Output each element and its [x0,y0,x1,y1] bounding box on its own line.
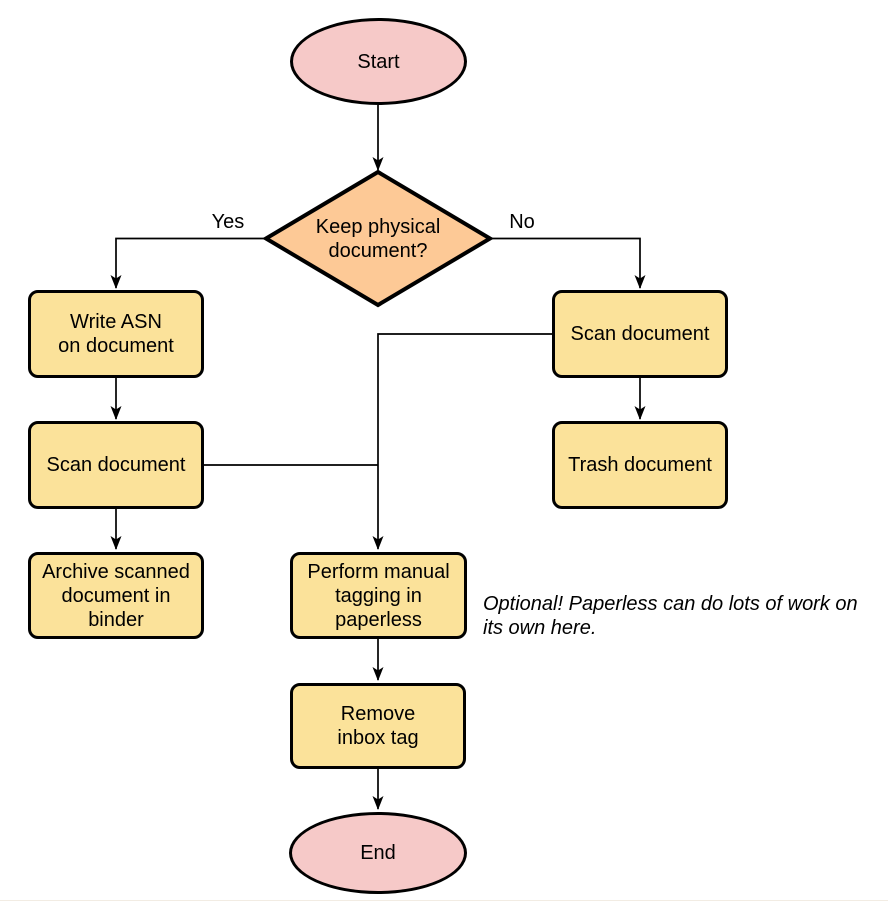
node-end-label: End [360,842,396,864]
node-trash-document: Trash document [552,421,728,509]
node-end: End [289,812,467,894]
decision-diamond-shape [262,169,494,308]
edge-scan-right-to-tagging [372,333,552,550]
edge-decision-yes-to-write-asn [110,237,266,289]
node-start-label: Start [357,50,400,73]
node-scan-document-right: Scan document [552,290,728,378]
edge-label-no: No [509,211,535,233]
node-start: Start [290,18,467,105]
node-scan-document-left: Scan document [28,421,204,509]
edge-decision-no-to-scan-right [490,237,646,289]
bottom-rule [0,900,888,901]
annotation-optional-note: Optional! Paperless can do lots of work … [483,593,858,639]
edge-label-yes: Yes [211,211,245,233]
